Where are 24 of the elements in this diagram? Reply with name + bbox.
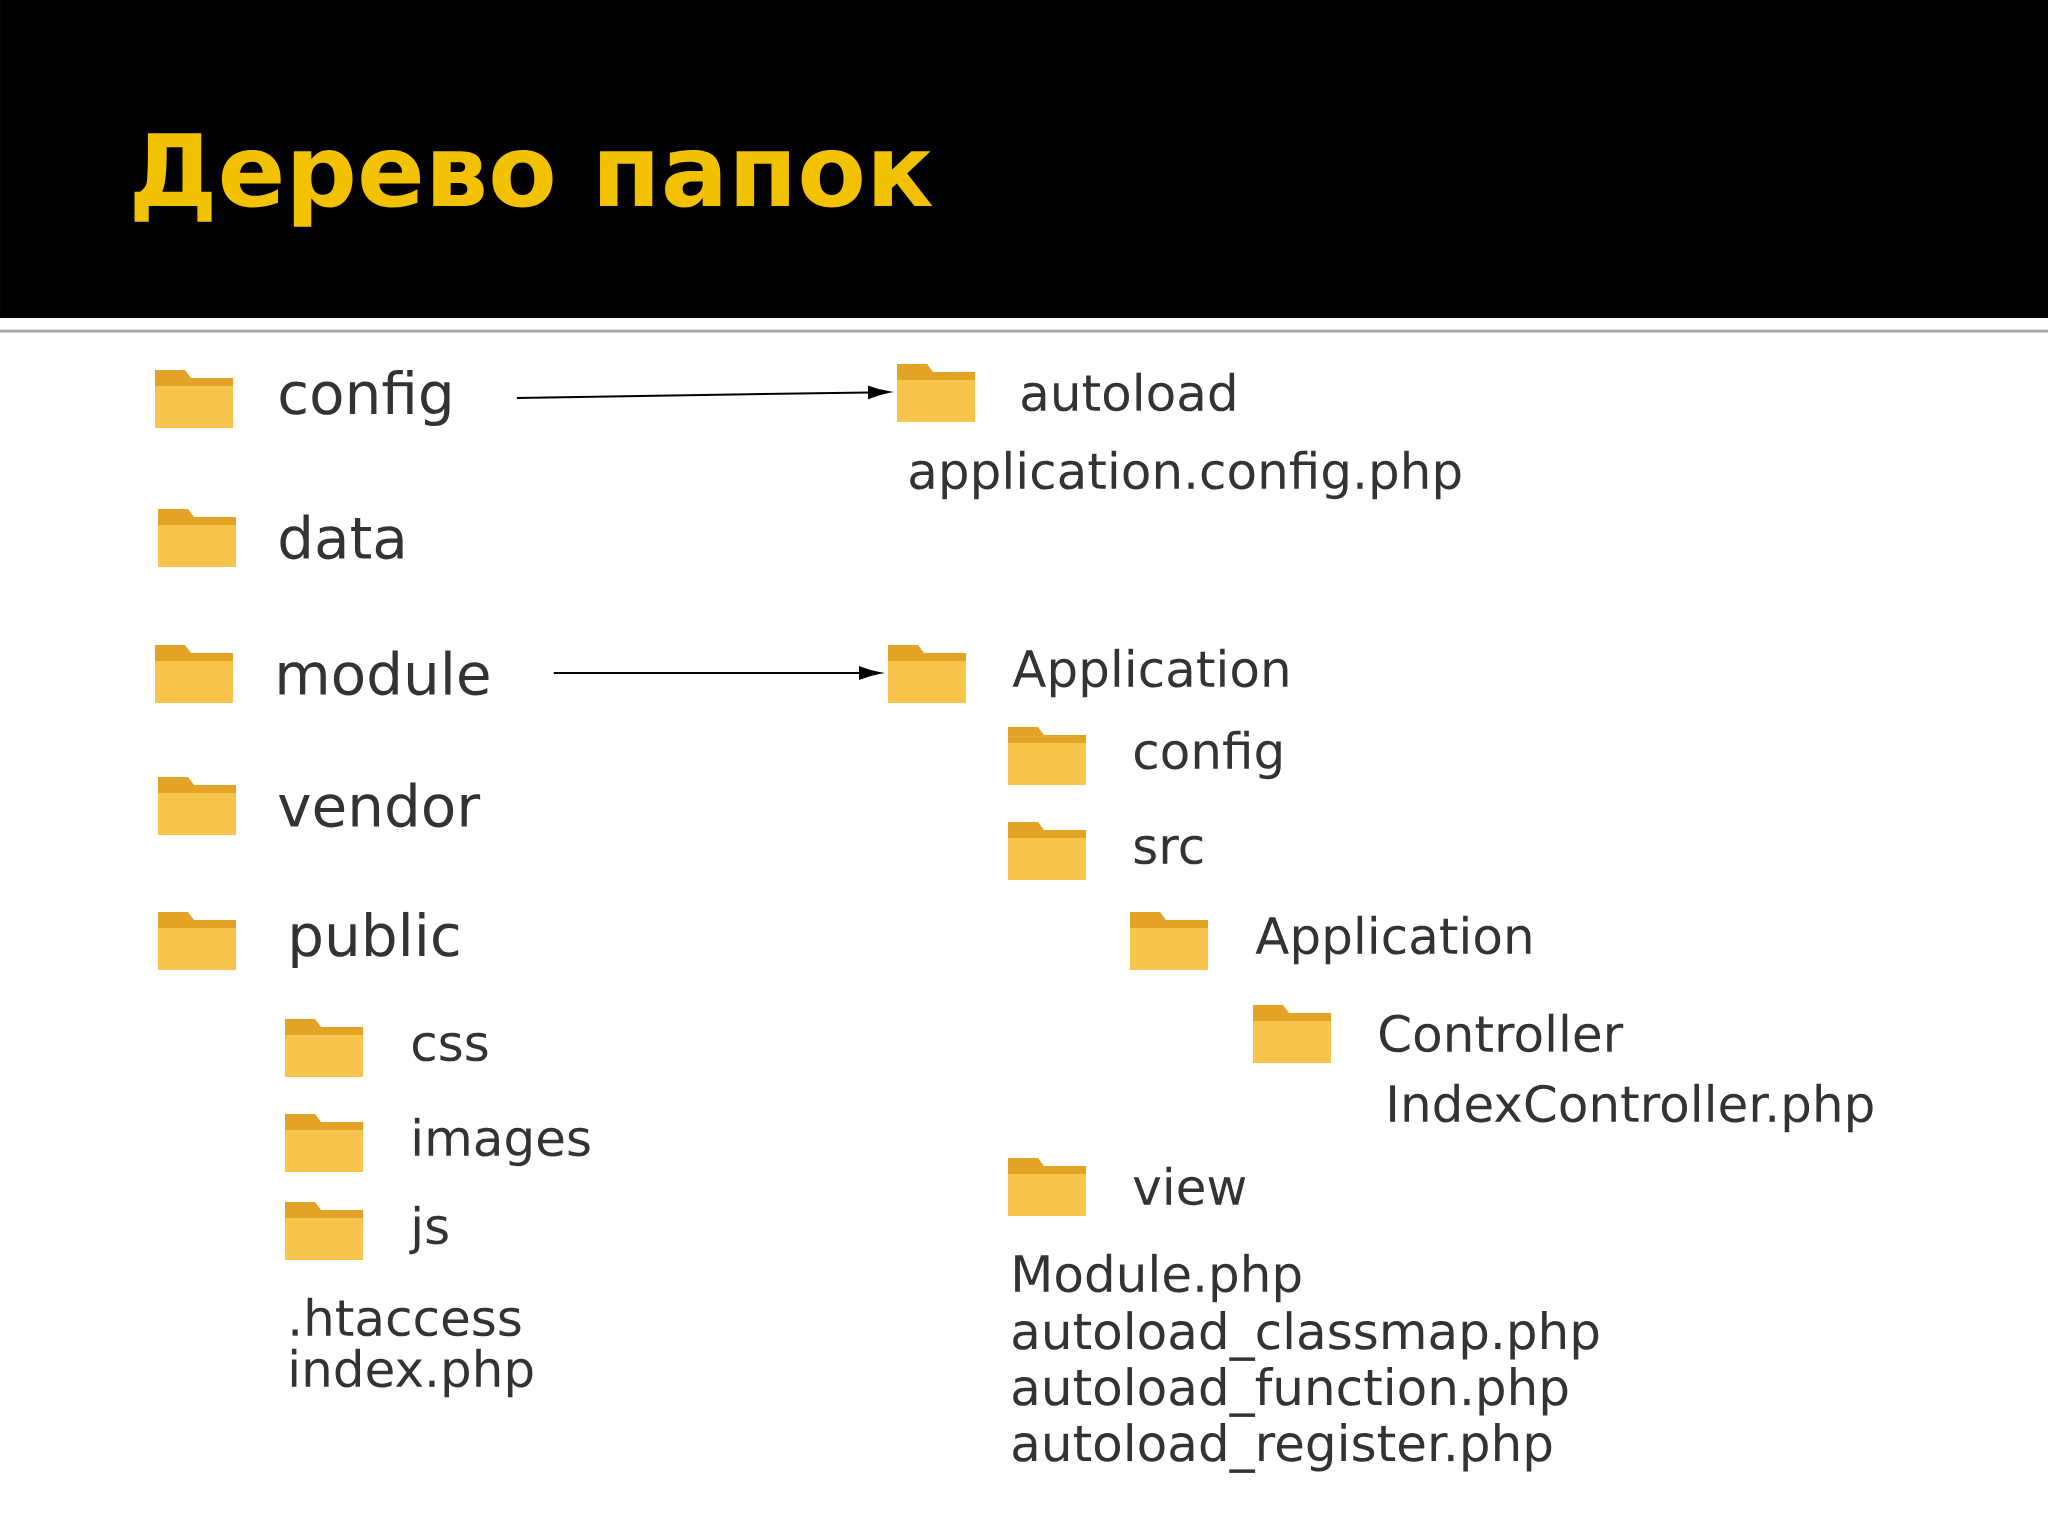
folder-name: config [280,369,450,427]
file-name: autoload_function.php [1013,1367,1568,1417]
folder-name: Controller [1380,1013,1624,1053]
folder-name: view [1133,1166,1246,1206]
folder-name: data [280,514,403,560]
folder-name: src [1134,835,1203,865]
folder-name: js [409,1205,448,1255]
folder-name: Application [1012,648,1288,698]
folder-name: vendor [278,782,481,828]
folder-name: Application [1255,915,1531,965]
folder-name: module [279,650,489,696]
file-name: .htaccess [292,1297,521,1337]
file-name: autoload_classmap.php [1013,1311,1599,1361]
folder-name: css [412,1032,488,1062]
folder-name: public [292,911,459,969]
file-name: index.php [291,1348,533,1398]
folder-name: autoload [1022,372,1235,412]
file-name: autoload_register.php [1013,1423,1552,1473]
file-name: Module.php [1015,1253,1301,1303]
title: Дерево папок [134,133,933,227]
file-name: IndexController.php [1390,1083,1873,1133]
folder-name: images [414,1117,590,1167]
file-name: application.config.php [910,450,1461,500]
folder-name: config [1134,730,1281,780]
